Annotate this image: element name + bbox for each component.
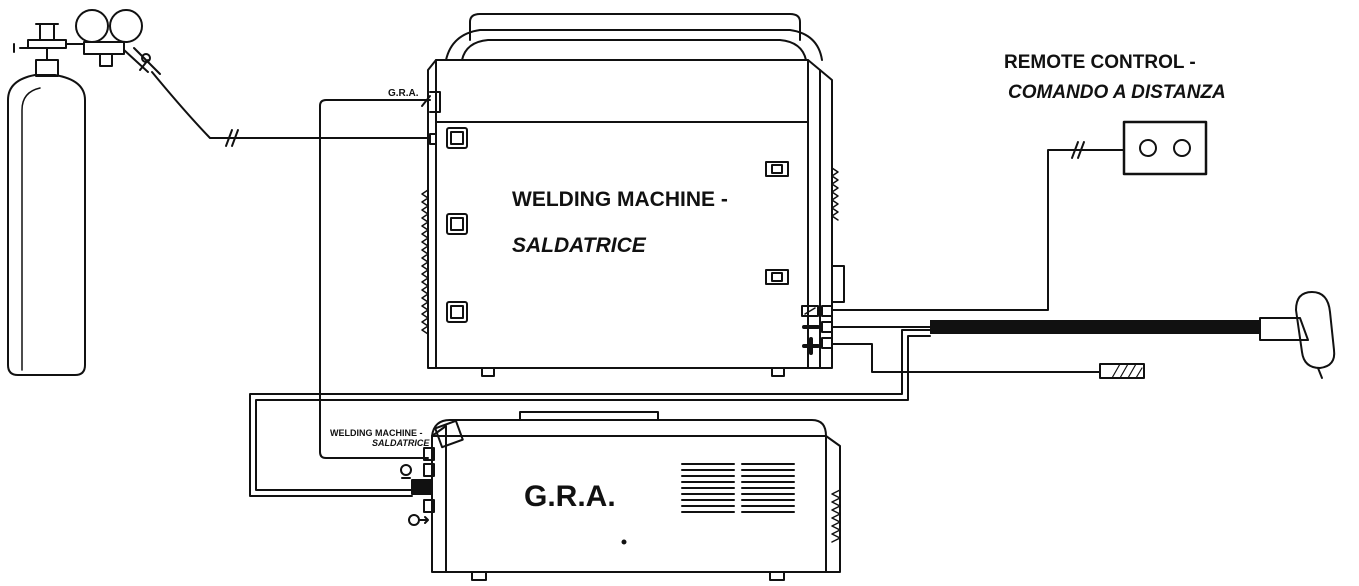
pressure-regulator-icon: [65, 9, 161, 75]
gra-unit-label: G.R.A.: [524, 480, 616, 513]
coolant-supply-icon: [408, 514, 429, 526]
welding-torch-icon: [1259, 291, 1336, 379]
welding-machine-label-it: SALDATRICE: [512, 234, 647, 257]
gra-connector-tag: G.R.A.: [388, 88, 419, 99]
cooling-hose-in: [255, 335, 931, 491]
coolant-return-icon: [400, 464, 412, 479]
torch-cable: [930, 320, 1260, 334]
remote-control-icon: [1122, 120, 1208, 176]
gra-control-cable: [319, 99, 431, 459]
gra-unit: [411, 411, 841, 581]
work-cable: [831, 343, 1101, 373]
gra-welding-machine-label-en: WELDING MACHINE -: [330, 428, 423, 438]
gas-hose: [151, 71, 431, 139]
cooling-hose-out: [249, 329, 931, 497]
ground-clamp-icon: [1099, 363, 1145, 379]
remote-control-label-it: COMANDO A DISTANZA: [1008, 82, 1226, 103]
remote-control-label-en: REMOTE CONTROL -: [1004, 52, 1196, 73]
welding-machine-label-en: WELDING MACHINE -: [512, 188, 728, 211]
gas-cylinder-icon: [7, 23, 86, 376]
remote-cable: [831, 149, 1125, 311]
remote-socket-icon: [801, 305, 819, 317]
welding-machine: [421, 13, 845, 377]
gra-welding-machine-label-it: SALDATRICE: [372, 438, 430, 448]
plus-terminal-icon: [802, 337, 820, 355]
